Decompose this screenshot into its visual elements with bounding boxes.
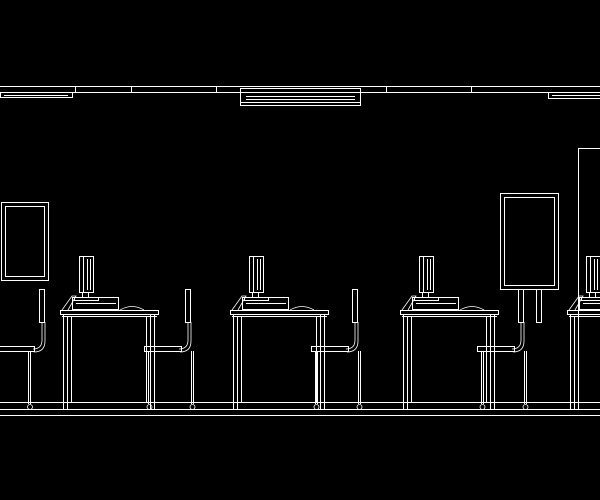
chair-icon [311,289,363,410]
keyboard-icon [568,295,600,311]
chair-icon [536,289,542,323]
workstations [60,256,600,410]
mouse-icon [459,306,485,311]
desk-icon [567,310,600,410]
ceiling-light-icon [548,92,600,99]
desk-icon [230,310,329,410]
ceiling-light-icon [240,88,361,106]
mouse-icon [289,306,315,311]
workstation [60,256,159,410]
chair-icon [0,289,46,410]
chair-icon [477,289,529,410]
workstation [567,256,600,410]
keyboard-icon [401,295,459,311]
chair-icon [144,289,196,410]
chairs [0,289,542,410]
picture-frame-icon [1,202,49,281]
workstation [400,256,499,410]
floor [0,402,600,416]
ceiling-light-icon [0,92,73,98]
monitor-icon [244,256,269,301]
workstation [230,256,329,410]
keyboard-icon [231,295,289,311]
keyboard-icon [61,295,119,311]
mouse-icon [119,306,145,311]
desk-icon [400,310,499,410]
desk-icon [60,310,159,410]
picture-frame-icon [500,193,559,290]
